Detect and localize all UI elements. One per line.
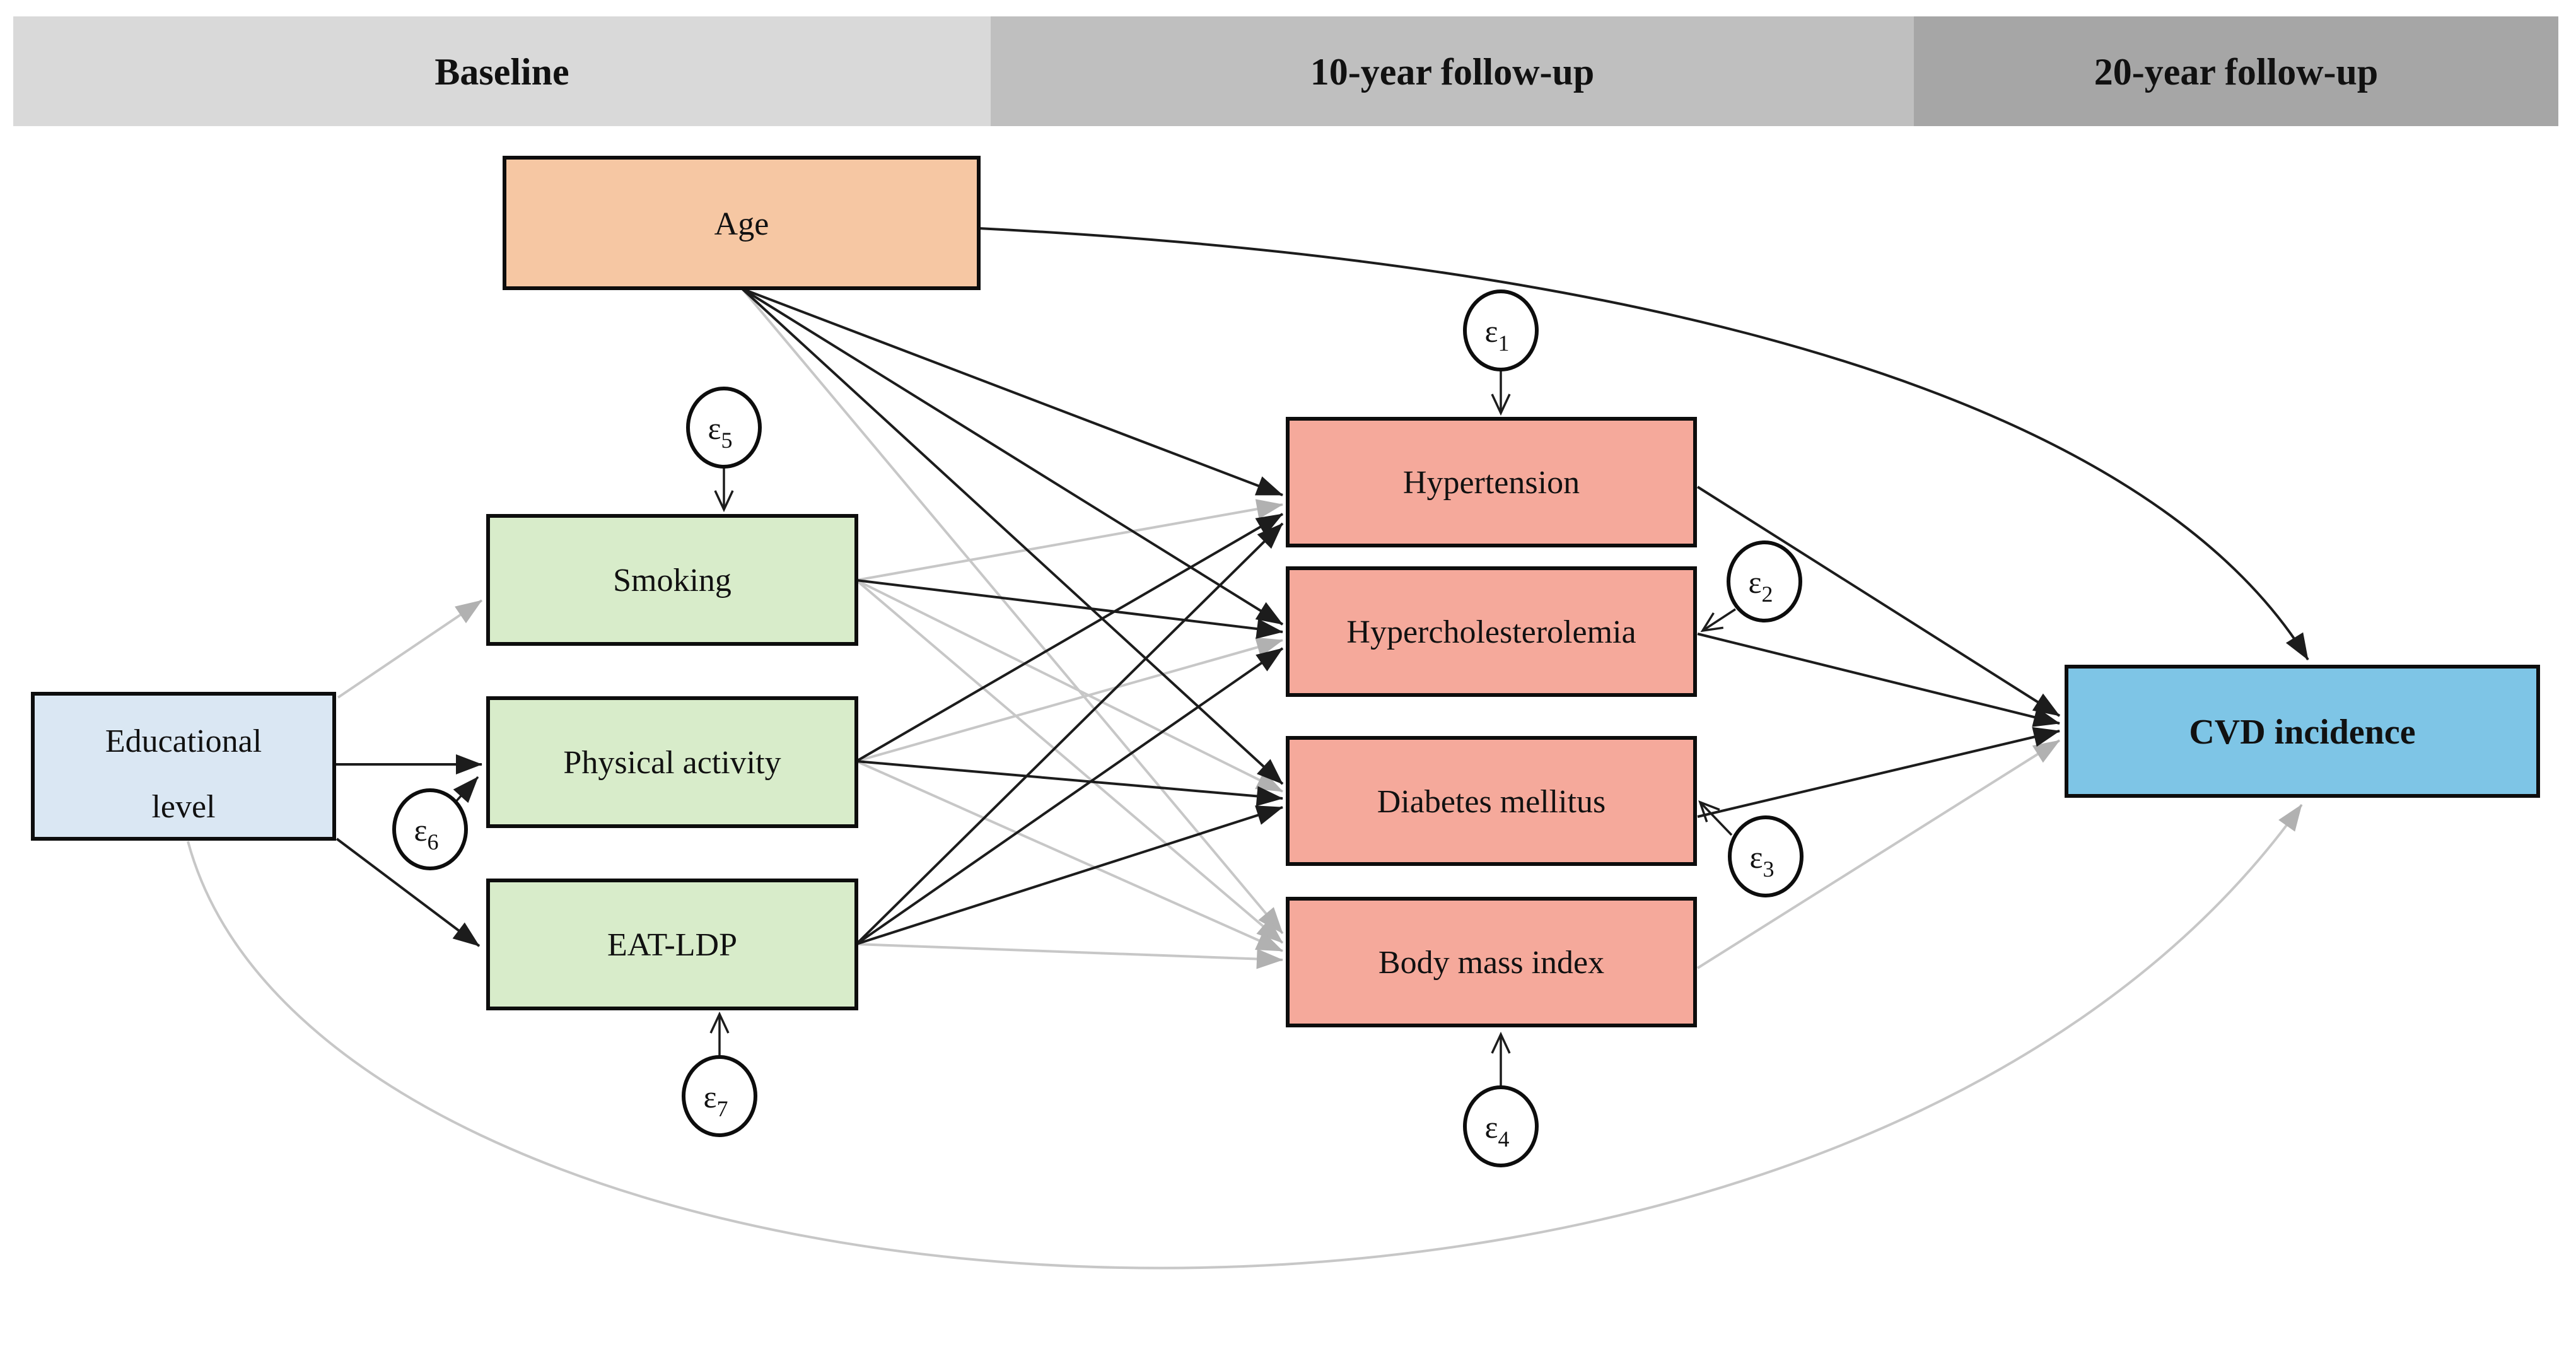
- edge-physical-activity-to-hypertension: [855, 513, 1284, 762]
- timeline-header: Baseline 10-year follow-up 20-year follo…: [13, 16, 2558, 126]
- edge-educational-level-to-cvd-incidence: [187, 803, 2303, 1270]
- edge-hypertension-to-cvd-incidence: [1696, 486, 2061, 717]
- educational-level-label-line1: Educational: [105, 723, 262, 759]
- timeline-section-20-year: [1914, 16, 2558, 126]
- hypertension-label: Hypertension: [1403, 465, 1580, 501]
- cvd-incidence-label: CVD incidence: [2189, 713, 2415, 752]
- hypercholesterolemia-node: [1286, 566, 1697, 697]
- epsilon-1-circle: [1463, 289, 1539, 371]
- edge-body-mass-index-to-cvd-incidence: [1696, 739, 2061, 969]
- epsilon-1-label: ε1: [1485, 313, 1510, 356]
- edge-eat-ldp-to-hypercholesterolemia: [855, 647, 1284, 945]
- error-terms: ε1 ε2 ε3 ε4 ε5 ε6 ε7: [392, 289, 1804, 1167]
- edge-eat-ldp-to-body-mass-index: [856, 943, 1283, 969]
- edge-age-to-cvd-incidence: [978, 227, 2309, 661]
- timeline-section-10-year: [991, 16, 1914, 126]
- edges-nonsignificant: [187, 288, 2303, 1270]
- edge-physical-activity-to-hypercholesterolemia: [856, 637, 1283, 762]
- epsilon-7-circle: [682, 1055, 757, 1137]
- body-mass-index-node: [1286, 897, 1697, 1027]
- edge-physical-activity-to-diabetes-mellitus: [856, 760, 1283, 807]
- age-node: [503, 156, 981, 290]
- epsilon-2-label: ε2: [1749, 564, 1773, 607]
- nodes: Age Educational level Smoking Physical a…: [31, 156, 2540, 1027]
- eat-ldp-label: EAT-LDP: [607, 927, 737, 963]
- smoking-label: Smoking: [613, 563, 731, 599]
- edge-age-to-diabetes-mellitus: [741, 288, 1284, 785]
- edge-smoking-to-hypercholesterolemia: [856, 579, 1283, 639]
- edge-epsilon-2-to-hypercholesterolemia: [1700, 608, 1736, 633]
- edge-eat-ldp-to-diabetes-mellitus: [856, 805, 1283, 945]
- edge-eat-ldp-to-hypertension: [855, 522, 1284, 945]
- epsilon-3-circle: [1728, 815, 1804, 897]
- body-mass-index-label: Body mass index: [1378, 945, 1604, 981]
- timeline-label-10-year: 10-year follow-up: [1310, 51, 1595, 93]
- epsilon-2-circle: [1727, 540, 1802, 622]
- edge-smoking-to-body-mass-index: [855, 579, 1284, 944]
- educational-level-label-line2: level: [151, 789, 215, 825]
- smoking-node: [486, 514, 858, 646]
- hypertension-node: [1286, 417, 1697, 547]
- edge-educational-level-to-smoking: [337, 599, 483, 699]
- diabetes-mellitus-label: Diabetes mellitus: [1377, 784, 1606, 820]
- edge-hypercholesterolemia-to-cvd-incidence: [1697, 633, 2060, 727]
- timeline-section-baseline: [13, 16, 991, 126]
- edge-smoking-to-hypertension: [856, 499, 1283, 581]
- edge-age-to-hypercholesterolemia: [741, 288, 1284, 626]
- physical-activity-node: [486, 696, 858, 828]
- cvd-incidence-node: [2065, 665, 2540, 798]
- epsilon-7-label: ε7: [704, 1079, 728, 1121]
- epsilon-5-label: ε5: [708, 411, 733, 453]
- age-label: Age: [714, 206, 769, 242]
- edge-age-to-body-mass-index: [741, 288, 1284, 935]
- epsilon-6-label: ε6: [414, 812, 439, 855]
- educational-level-node: [31, 692, 336, 841]
- edge-diabetes-mellitus-to-cvd-incidence: [1697, 727, 2060, 818]
- edge-epsilon-6-to-physical-activity: [453, 776, 479, 803]
- edge-smoking-to-diabetes-mellitus: [856, 579, 1283, 793]
- diabetes-mellitus-node: [1286, 736, 1697, 866]
- physical-activity-label: Physical activity: [563, 745, 781, 781]
- edge-epsilon-3-to-diabetes-mellitus: [1698, 800, 1733, 836]
- epsilon-3-label: ε3: [1750, 839, 1775, 882]
- edge-age-to-hypertension: [742, 288, 1283, 496]
- edge-physical-activity-to-body-mass-index: [856, 760, 1283, 952]
- timeline-label-baseline: Baseline: [434, 51, 569, 93]
- epsilon-4-label: ε4: [1485, 1109, 1510, 1152]
- epsilon-5-circle: [686, 387, 762, 469]
- epsilon-6-circle: [392, 788, 468, 870]
- timeline-label-20-year: 20-year follow-up: [2094, 51, 2379, 93]
- edges-significant: [335, 227, 2309, 947]
- error-term-arrows: [453, 371, 1736, 1086]
- epsilon-4-circle: [1463, 1085, 1539, 1167]
- edge-educational-level-to-eat-ldp: [335, 838, 481, 947]
- hypercholesterolemia-label: Hypercholesterolemia: [1346, 614, 1636, 650]
- eat-ldp-node: [486, 879, 858, 1010]
